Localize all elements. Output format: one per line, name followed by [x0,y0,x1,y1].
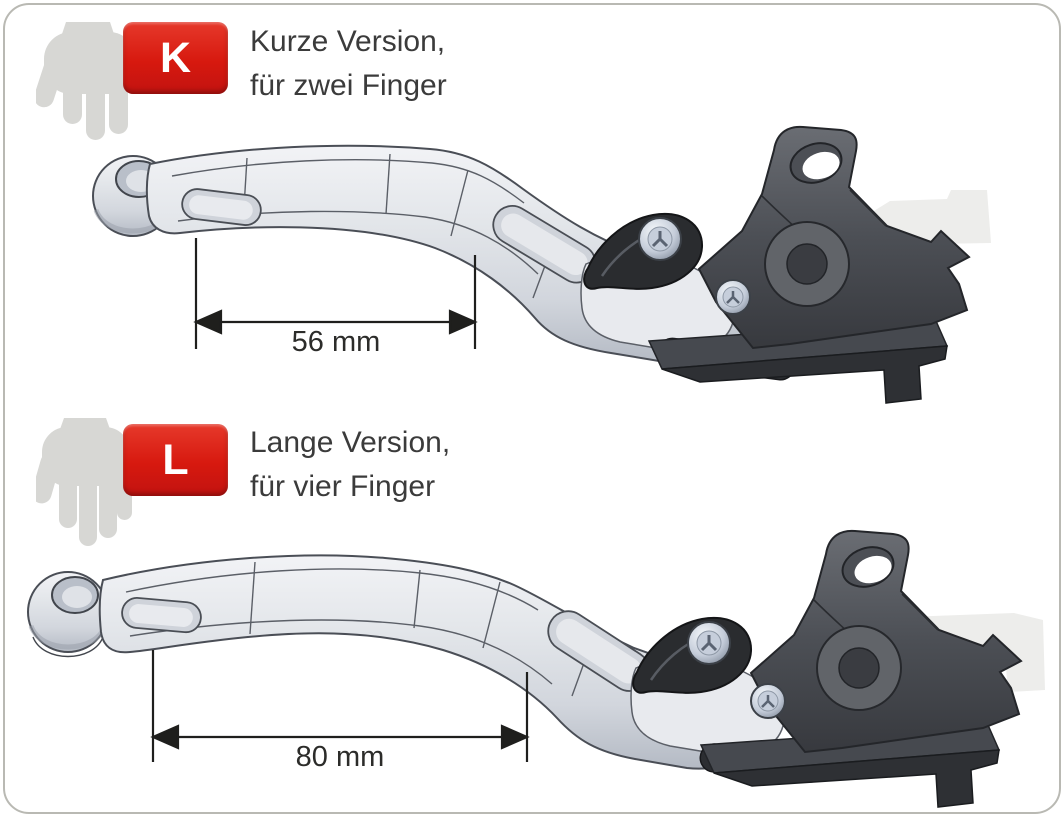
long-version-title-line1: Lange Version, [250,426,451,459]
long-version-title-line2: für vier Finger [250,470,436,503]
short-lever-slot [181,188,262,226]
long-lever-dimension-label: 80 mm [295,741,385,773]
short-lever-illustration [92,125,991,404]
version-badge-l: L [123,424,228,496]
long-lever-mount-hole [841,546,895,588]
short-lever-dimension-label: 56 mm [291,326,381,358]
long-lever-slot [121,597,202,634]
short-lever-pivot-screw [715,279,751,315]
long-lever-dimension-lines [150,650,530,762]
long-lever-illustration [27,529,1045,808]
version-badge-k: K [123,22,228,94]
short-lever-dimension-lines [193,238,478,349]
short-lever-mount-hole [789,142,843,184]
short-lever-adjuster-screw [638,217,682,261]
short-version-title: Kurze Version, für zwei Finger [250,20,447,108]
short-version-title-line1: Kurze Version, [250,25,446,58]
long-version-title: Lange Version, für vier Finger [250,421,450,509]
long-lever-adjuster-screw [687,621,731,665]
short-version-title-line2: für zwei Finger [250,69,447,102]
long-lever-blade [98,554,760,770]
long-lever-pivot-screw [750,683,786,719]
